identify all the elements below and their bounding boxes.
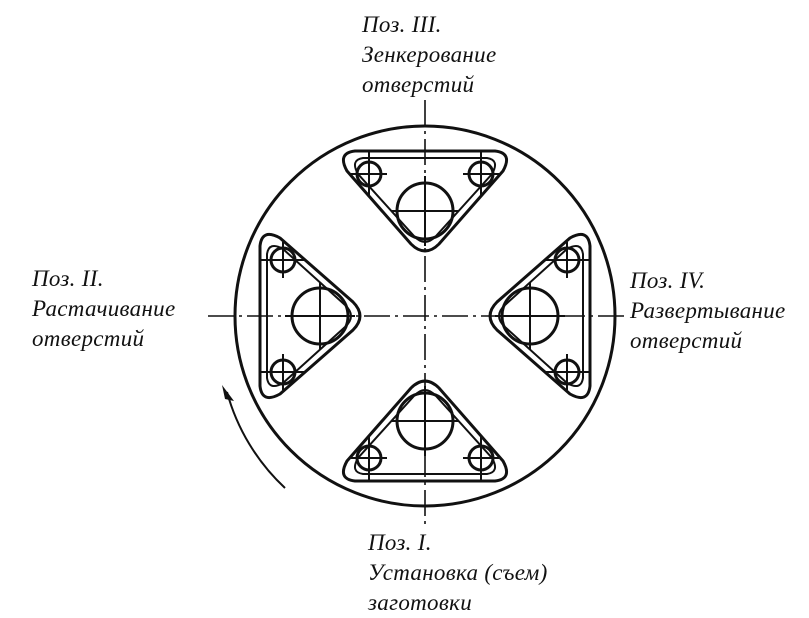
position-1-fixture-outline	[341, 379, 509, 483]
position-1-label: Поз. I. Установка (съем) заготовки	[368, 528, 548, 618]
position-4-fixture	[488, 232, 592, 400]
position-2-line1: Растачивание	[32, 296, 176, 321]
position-1-fixture	[341, 379, 509, 483]
position-2-title: Поз. II.	[32, 266, 104, 291]
position-3-line2: отверстий	[362, 72, 475, 97]
rotary-table-circle	[233, 124, 617, 508]
position-3-label: Поз. III. Зенкерование отверстий	[362, 10, 496, 100]
rotation-arrowhead	[222, 385, 234, 401]
position-1-line2: заготовки	[368, 590, 472, 615]
position-4-fixture-inner-outline	[498, 244, 584, 388]
position-2-fixture-inner-outline	[266, 244, 352, 388]
position-1-fixture-inner-outline	[353, 389, 497, 475]
position-2-fixture-outline	[258, 232, 362, 400]
position-1-title: Поз. I.	[368, 530, 432, 555]
position-3-line1: Зенкерование	[362, 42, 497, 67]
position-3-title: Поз. III.	[362, 12, 442, 37]
position-4-fixture-outline	[488, 232, 592, 400]
position-2-label: Поз. II. Растачивание отверстий	[32, 264, 176, 354]
position-2-line2: отверстий	[32, 326, 145, 351]
position-1-line1: Установка (съем)	[368, 560, 548, 585]
position-4-line1: Развертывание	[630, 298, 786, 323]
position-4-line2: отверстий	[630, 328, 743, 353]
position-3-fixture	[341, 149, 509, 253]
position-3-fixture-inner-outline	[353, 157, 497, 243]
rotation-direction-arrow	[226, 391, 286, 489]
position-2-fixture	[258, 232, 362, 400]
position-4-title: Поз. IV.	[630, 268, 706, 293]
position-4-label: Поз. IV. Развертывание отверстий	[630, 266, 786, 356]
position-3-fixture-outline	[341, 149, 509, 253]
